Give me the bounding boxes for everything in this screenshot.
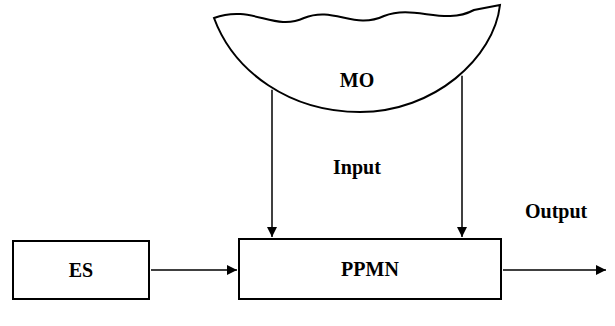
node-text: ES (69, 259, 93, 281)
flow-arrow (461, 76, 463, 237)
organ-shape: MO (212, 0, 502, 115)
organ-outline-path (214, 5, 500, 112)
organ-outline (212, 0, 502, 115)
output-label: Output (523, 200, 589, 222)
node-text: PPMN (341, 258, 399, 280)
node-text: MO (340, 69, 374, 91)
output-arrow (503, 269, 606, 271)
flow-arrow (151, 269, 237, 271)
flow-arrow (271, 90, 273, 237)
process-box: PPMN (238, 238, 502, 300)
input-label: Input (331, 156, 383, 178)
process-box: ES (12, 240, 150, 300)
